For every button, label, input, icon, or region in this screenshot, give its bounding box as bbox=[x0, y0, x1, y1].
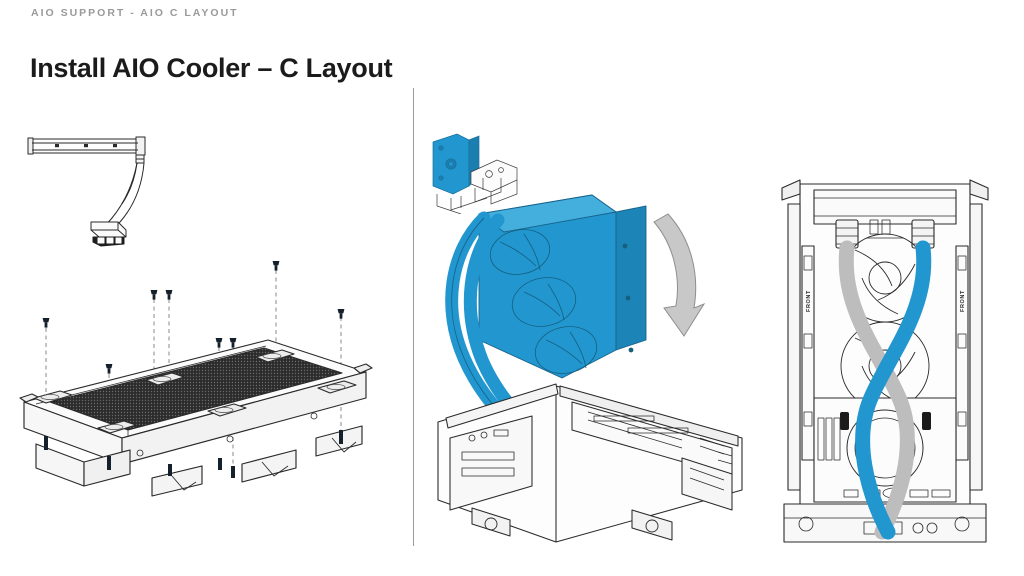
aio-cooler-assembly-figure bbox=[14, 118, 194, 268]
breadcrumb-eyebrow: AIO SUPPORT - AIO C LAYOUT bbox=[31, 7, 239, 19]
case-front-view-figure bbox=[770, 160, 1000, 556]
vertical-divider bbox=[413, 88, 414, 546]
radiator-with-screws-figure bbox=[6, 252, 398, 512]
page-title: Install AIO Cooler – C Layout bbox=[30, 53, 393, 83]
front-label-left: FRONT bbox=[806, 290, 812, 312]
bracket-detail-callout-figure bbox=[431, 130, 519, 214]
case-install-angled-figure bbox=[432, 190, 748, 556]
front-label-right: FRONT bbox=[960, 290, 966, 312]
rotate-arrow-icon bbox=[653, 213, 706, 337]
